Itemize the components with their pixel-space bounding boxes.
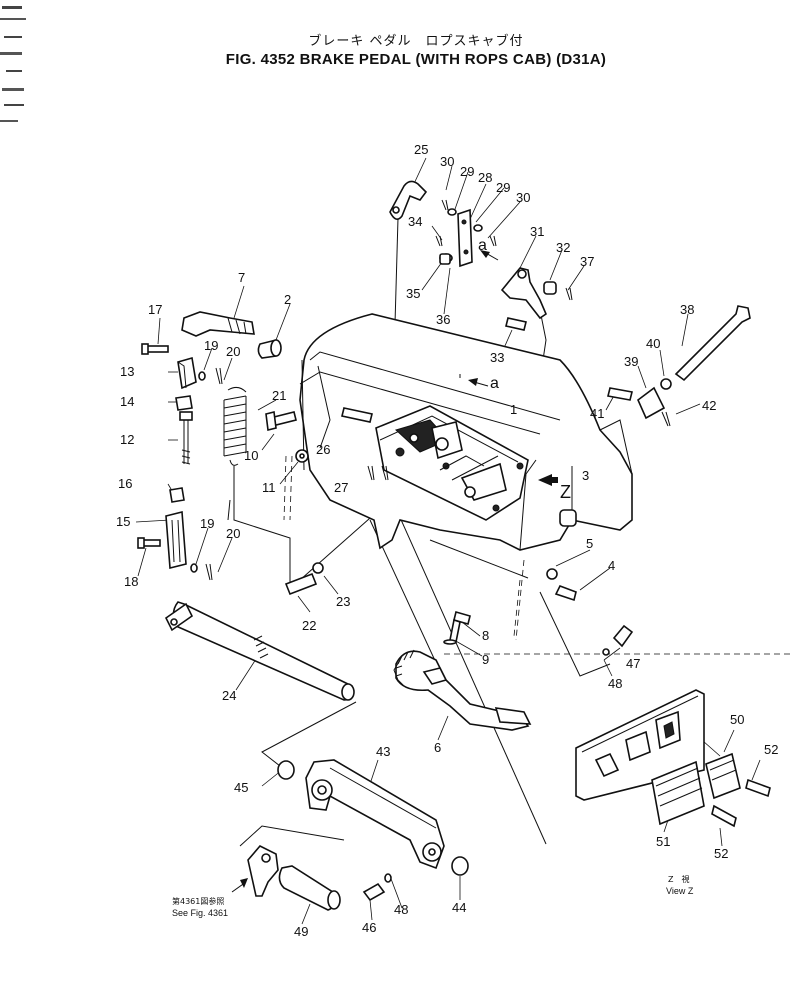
ref-see-fig-jp: 第4361図参照 (172, 896, 224, 906)
japanese-title: ブレーキ ペダル ロプスキャブ付 (308, 34, 524, 49)
callout-46: 46 (362, 920, 376, 935)
pedal-shaft (164, 601, 355, 701)
callout-33: 33 (490, 350, 504, 365)
callout-4: 4 (608, 558, 615, 573)
callout-38: 38 (680, 302, 694, 317)
callout-6: 6 (434, 740, 441, 755)
callout-35: 35 (406, 286, 420, 301)
top-linkage (389, 180, 573, 387)
callout-10: 10 (244, 448, 258, 463)
callout-34: 34 (408, 214, 422, 229)
callout-27: 27 (334, 480, 348, 495)
leader-lines (135, 157, 792, 925)
callout-45: 45 (234, 780, 248, 795)
callout-15: 15 (116, 514, 130, 529)
ref-arrow-a-upper: a (478, 237, 487, 254)
callout-1: 1 (510, 402, 517, 417)
callout-26: 26 (316, 442, 330, 457)
callout-23: 23 (336, 594, 350, 609)
callout-14: 14 (120, 394, 134, 409)
callout-20-upper: 20 (226, 344, 240, 359)
callout-11: 11 (262, 480, 276, 495)
callout-5: 5 (586, 536, 593, 551)
callout-9: 9 (482, 652, 489, 667)
left-parts (137, 311, 389, 596)
callout-17: 17 (148, 302, 162, 317)
callout-48-lower: 48 (394, 902, 408, 917)
callout-28: 28 (478, 170, 492, 185)
ref-arrow-a-lower: a (490, 375, 499, 392)
callout-7: 7 (238, 270, 245, 285)
callout-13: 13 (120, 364, 134, 379)
callout-37: 37 (580, 254, 594, 269)
callout-2: 2 (284, 292, 291, 307)
callout-52-lower: 52 (714, 846, 728, 861)
callout-36: 36 (436, 312, 450, 327)
scan-noise (0, 6, 26, 122)
callout-21: 21 (272, 388, 286, 403)
callout-29-right: 29 (496, 180, 510, 195)
callout-49: 49 (294, 924, 308, 939)
brake-pedal (393, 611, 532, 731)
callout-8: 8 (482, 628, 489, 643)
callout-40: 40 (646, 336, 660, 351)
callout-39: 39 (624, 354, 638, 369)
ref-view-z: View Z (666, 886, 694, 896)
callout-22: 22 (302, 618, 316, 633)
callout-32: 32 (556, 240, 570, 255)
callout-labels: 1 2 3 4 5 6 7 8 9 10 11 12 13 14 15 16 1… (116, 142, 778, 939)
diagram-header: ブレーキ ペダル ロプスキャブ付 FIG. 4352 BRAKE PEDAL (… (0, 30, 792, 68)
ref-view-z-jp: Z 視 (668, 875, 689, 884)
cross-shaft (231, 759, 469, 911)
callout-25: 25 (414, 142, 428, 157)
callout-47: 47 (626, 656, 640, 671)
ref-view-z-marker: Z (560, 482, 571, 502)
callout-42: 42 (702, 398, 716, 413)
callout-31: 31 (530, 224, 544, 239)
callout-3: 3 (582, 468, 589, 483)
callout-30-left: 30 (440, 154, 454, 169)
ref-see-fig: See Fig. 4361 (172, 908, 228, 918)
callout-20-lower: 20 (226, 526, 240, 541)
pedal-bracket-plate (375, 405, 529, 521)
view-z-detail (575, 689, 771, 828)
callout-50: 50 (730, 712, 744, 727)
callout-30-right: 30 (516, 190, 530, 205)
callout-41: 41 (590, 406, 604, 421)
figure-title: FIG. 4352 BRAKE PEDAL (WITH ROPS CAB) (D… (225, 51, 607, 68)
callout-24: 24 (222, 688, 236, 703)
callout-44: 44 (452, 900, 466, 915)
callout-12: 12 (120, 432, 134, 447)
callout-18: 18 (124, 574, 138, 589)
callout-43: 43 (376, 744, 390, 759)
callout-16: 16 (118, 476, 132, 491)
callout-19-upper: 19 (204, 338, 218, 353)
callout-19-lower: 19 (200, 516, 214, 531)
callout-48-upper: 48 (608, 676, 622, 691)
callout-51: 51 (656, 834, 670, 849)
right-parts (538, 305, 751, 656)
callout-52-upper: 52 (764, 742, 778, 757)
callout-29-left: 29 (460, 164, 474, 179)
